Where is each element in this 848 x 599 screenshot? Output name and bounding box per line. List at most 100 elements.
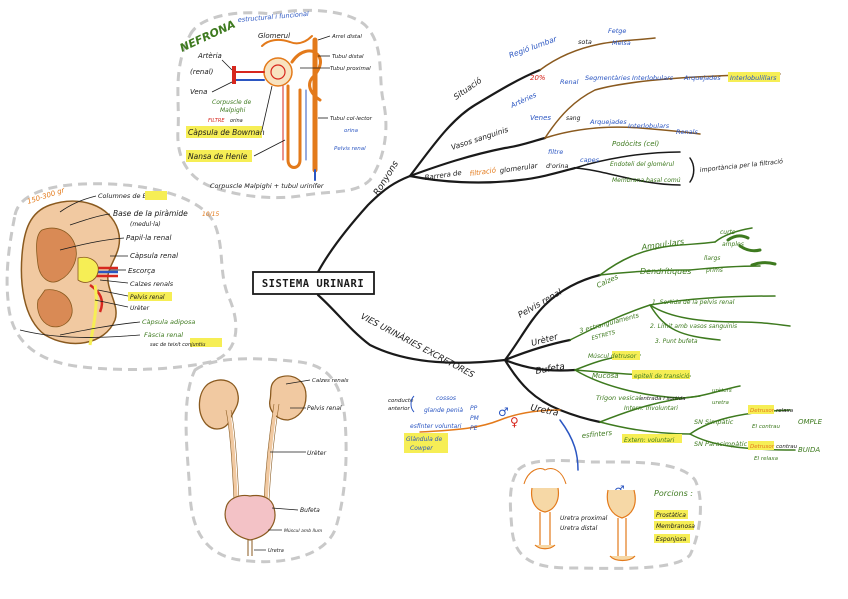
left-brace: [410, 395, 415, 413]
uretra-label: Uretra: [529, 403, 559, 419]
estret2-label: 2. Límit amb vasos sanguinis: [650, 323, 737, 330]
sota-label: sota: [578, 38, 592, 46]
tubul-distal-label: Tubul distal: [332, 54, 364, 60]
nefrona-outline: [176, 8, 388, 200]
bertin-highlight: [145, 191, 167, 200]
omple-label: OMPLE: [798, 418, 823, 426]
main-branches: [316, 68, 602, 424]
renal-label: Renal: [560, 78, 579, 86]
uretra-outline: [508, 459, 702, 570]
nefrona-footer: Corpuscle Malpighi + tubul urinífer: [210, 182, 325, 190]
filtracio-label: filtració: [469, 166, 497, 178]
uretra-proximal-label: Uretra proximal: [560, 515, 608, 522]
central-title-box: [252, 271, 375, 295]
kidney-pointers: [19, 195, 141, 338]
d-orina-label: d'orina: [546, 162, 568, 170]
prostatica-highlight: [654, 510, 688, 519]
bladder-drawing: [224, 494, 276, 541]
importancia-label: importància per la filtració: [699, 157, 783, 174]
pelvis-highlight: [128, 292, 172, 301]
fetge-label: Fetge: [608, 27, 626, 35]
kidney-inset: 150-300 gr Columnes de Bertin Base de la…: [19, 186, 222, 348]
glandula-highlight: [404, 433, 448, 453]
nefrona-title: NEFRONA: [178, 18, 238, 55]
pe-label: PE: [470, 425, 478, 432]
dendritiques-label: Dendrítiques: [640, 267, 691, 276]
calyx-icons: [726, 234, 777, 267]
nephron-drawing: [232, 35, 322, 181]
glandula-label: Glàndula de: [406, 436, 442, 443]
detrusor2-label: Detrusor: [750, 444, 775, 450]
uretra-distal-label: Uretra distal: [560, 525, 598, 532]
sac-highlight: [190, 338, 222, 347]
venes-label: Venes: [530, 114, 551, 122]
kidney-pelvis: [77, 256, 99, 283]
uretra-x-label: uretra: [712, 400, 730, 406]
anterior-label: anterior: [388, 406, 411, 412]
mucosa-label: Mucosa: [592, 372, 619, 380]
papilla-label: Papil·la renal: [126, 234, 171, 242]
interlobulars-label: Interlobulars: [632, 74, 674, 82]
henle-highlight: [186, 150, 252, 162]
epiteli-highlight: [632, 370, 690, 379]
base-piramide-label: Base de la piràmide: [113, 209, 188, 218]
tubul-collector-label: Tubul col·lector: [330, 116, 373, 122]
membranosa-highlight: [654, 521, 694, 530]
detrusor1-highlight: [748, 405, 774, 414]
esponjosa-highlight: [654, 534, 690, 543]
left-ureter-outline: [225, 409, 240, 501]
segmentaries-label: Segmentàries: [585, 74, 631, 82]
capes-label: capes: [580, 156, 600, 164]
sn-simpatic-label: SN Simpàtic: [694, 418, 734, 426]
male-uretra-drawing: [606, 489, 636, 562]
fascia-label: Fàscia renal: [144, 331, 183, 339]
tubul-proximal-label: Tubul proximal: [330, 66, 371, 72]
estret3-label: 3. Punt bufeta: [655, 338, 698, 345]
conducte-label: conducte: [388, 398, 414, 404]
branch-ronyons: Ronyons: [372, 159, 401, 197]
arquejades2-label: Arquejades: [589, 118, 627, 126]
female-uretra-outer: [523, 468, 567, 485]
pct-label: 20%: [530, 74, 546, 82]
left-kidney-drawing: [198, 379, 239, 430]
bufeta-label: Bufeta: [535, 362, 566, 377]
vies-sub-branches: [419, 227, 796, 471]
relaxa-label: relaxa: [776, 408, 794, 414]
estret1-label: 1. Sortida de la pelvis renal: [652, 299, 735, 306]
amples-label: amples: [722, 241, 744, 248]
ureter-kidney-label: Urèter: [130, 305, 150, 312]
orificis-label: entrada i sortida: [640, 396, 686, 402]
male-symbol-icon: ♂: [498, 405, 509, 419]
branch-vies: Vies urinàries excretores: [359, 310, 478, 381]
kidney-medulla2: [37, 289, 73, 328]
right-kidney-drawing: [269, 375, 307, 421]
ampullars-label: Ampul·lars: [640, 237, 685, 252]
situacio-label: Situació: [451, 75, 483, 102]
columnes-label: Columnes de Bertin: [98, 192, 162, 200]
membrana-label: Membrana basal comú: [612, 177, 681, 184]
nefrona-inset: NEFRONA estructural i funcional Glomerul…: [178, 10, 373, 190]
malpighi-label: Malpighi: [220, 107, 246, 114]
uretra-anatomy-label: Uretra: [268, 548, 284, 554]
prostatica-label: Prostàtica: [656, 512, 686, 519]
regio-lumbar: Regió lumbar: [508, 34, 559, 60]
ureters-label: urèters: [712, 387, 732, 394]
esponjosa-label: Esponjosa: [656, 536, 687, 543]
renals-label: Renals: [676, 128, 698, 136]
female-symbol-icon: ♀: [510, 415, 519, 429]
anatomy-pointers: [254, 379, 311, 551]
extern-label: Extern: voluntari: [624, 437, 675, 444]
arquejades-label: Arquejades: [683, 74, 721, 82]
sac-label: sac de teixit conjuntiu: [150, 342, 205, 348]
corpuscle-label: Corpuscle de: [212, 99, 251, 106]
kidney-outline: [5, 182, 238, 371]
musculatura-highlight: [612, 351, 640, 360]
calzes-anatomy-label: Calzes renals: [312, 378, 349, 384]
bowman-highlight: [186, 126, 262, 138]
musc-anatomy-label: Múscul amb llum: [284, 527, 323, 534]
glomerul-label: Glomerul: [258, 32, 290, 40]
vena-label: Vena: [190, 88, 207, 96]
calzes-renals-label: Calzes renals: [130, 280, 174, 288]
interlobulillars-highlight: [728, 72, 780, 82]
anatomy-inset: Calzes renals Pelvis renal Urèter Bufeta…: [198, 375, 349, 556]
